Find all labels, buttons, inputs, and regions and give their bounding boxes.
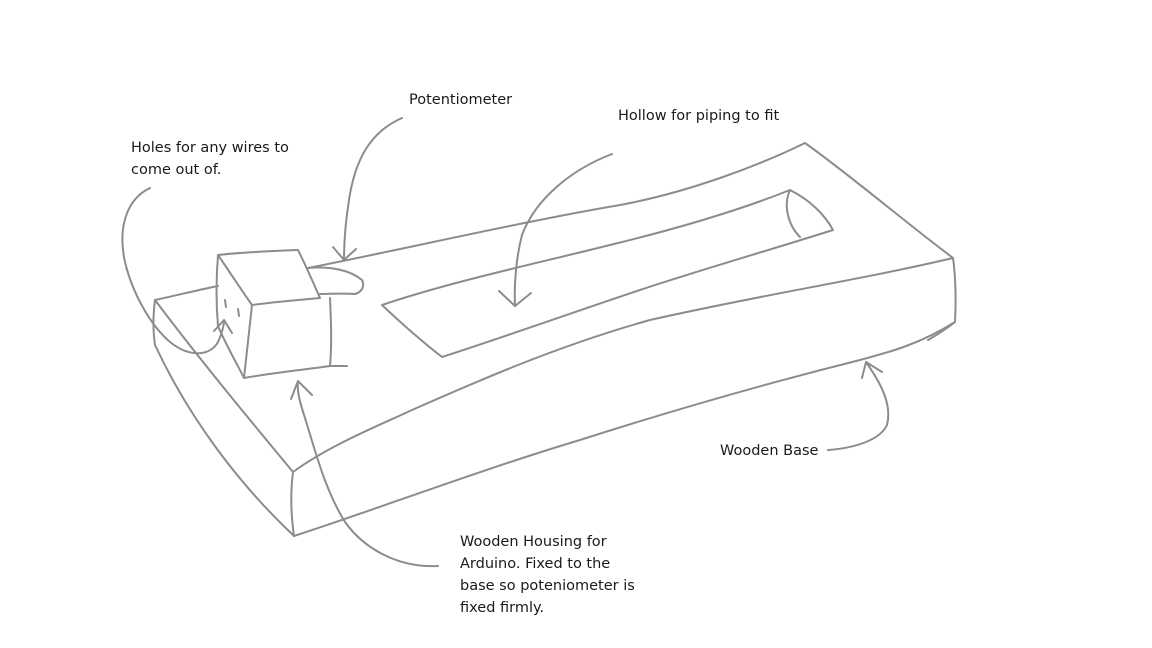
label-wire-holes: Holes for any wires to come out of. [131,137,289,181]
base-front-bottom-edge [294,322,955,536]
wire-hole-1 [225,300,226,307]
label-wooden-base: Wooden Base [720,440,818,462]
base-top-far-edge [308,143,805,268]
housing-top-face [218,250,320,305]
base-front-right-edge [928,258,956,340]
base-front-left-edge [291,472,294,536]
hollow-channel-inner-curve [787,190,800,237]
base-top-back-left-edge [155,286,218,300]
base-top-front-edge [293,258,953,472]
label-hollow-for-piping: Hollow for piping to fit [618,105,779,127]
label-potentiometer: Potentiometer [409,89,512,111]
label-wooden-housing: Wooden Housing for Arduino. Fixed to the… [460,531,635,619]
arrow-hollow [499,154,612,306]
base-side-left-edge [154,300,156,345]
base-top-right-edge [805,143,953,258]
housing-front-face [244,298,331,378]
arrow-potentiometer [333,118,402,260]
arrow-wooden-base [828,362,888,450]
wire-hole-2 [238,309,239,316]
